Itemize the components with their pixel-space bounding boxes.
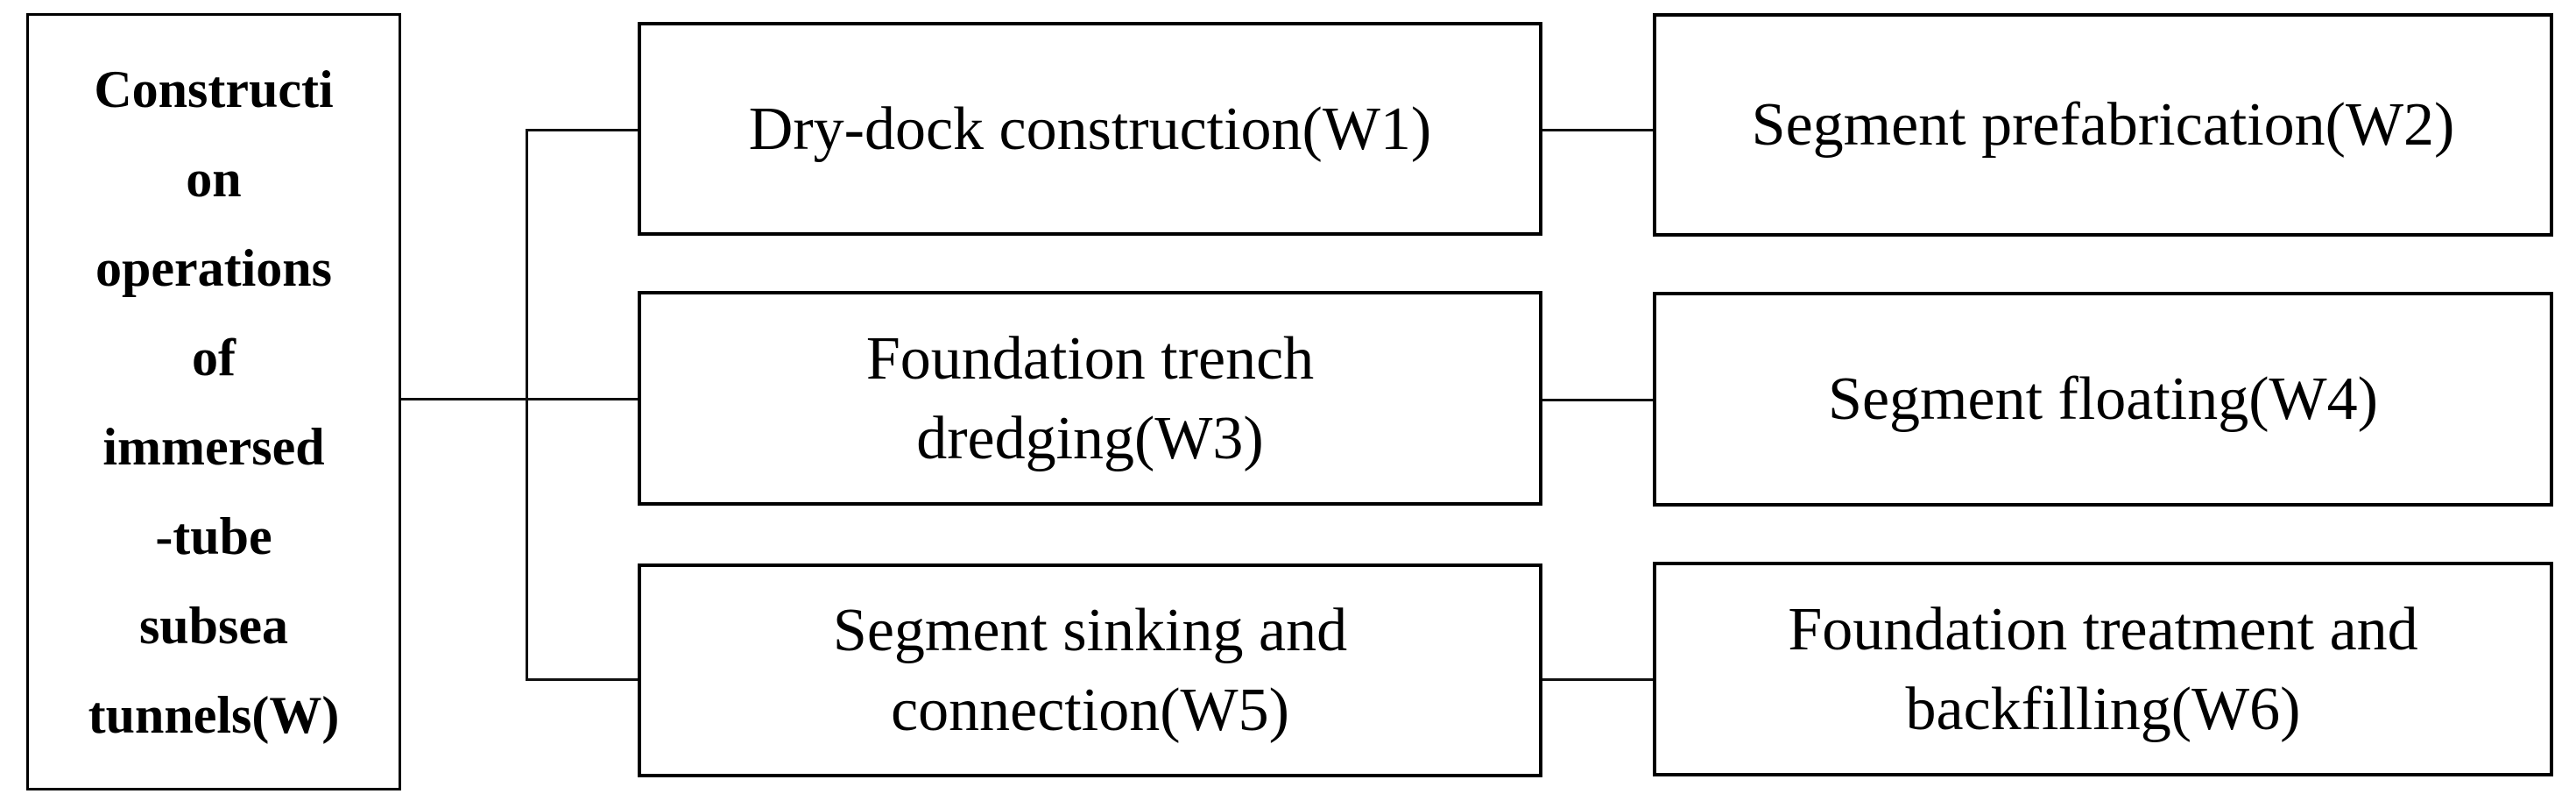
connector-w5-to-w6 (1541, 678, 1655, 681)
node-w2-segment-prefabrication: Segment prefabrication(W2) (1653, 13, 2553, 237)
connector-root-to-trunk (401, 398, 639, 400)
connector-w1-to-w2 (1541, 129, 1655, 131)
node-w4-segment-floating: Segment floating(W4) (1653, 292, 2553, 507)
node-w5-segment-sinking-connection: Segment sinking and connection(W5) (638, 563, 1542, 777)
node-w-root: Constructi on operations of immersed -tu… (26, 13, 401, 790)
connector-trunk-to-w5 (526, 678, 639, 681)
node-w3-foundation-trench-dredging: Foundation trench dredging(W3) (638, 291, 1542, 506)
node-w1-dry-dock-construction: Dry-dock construction(W1) (638, 22, 1542, 236)
connector-trunk-vertical (526, 130, 528, 681)
connector-w3-to-w4 (1541, 399, 1655, 401)
node-w6-foundation-treatment-backfilling: Foundation treatment and backfilling(W6) (1653, 562, 2553, 776)
connector-trunk-to-w1 (526, 129, 639, 131)
